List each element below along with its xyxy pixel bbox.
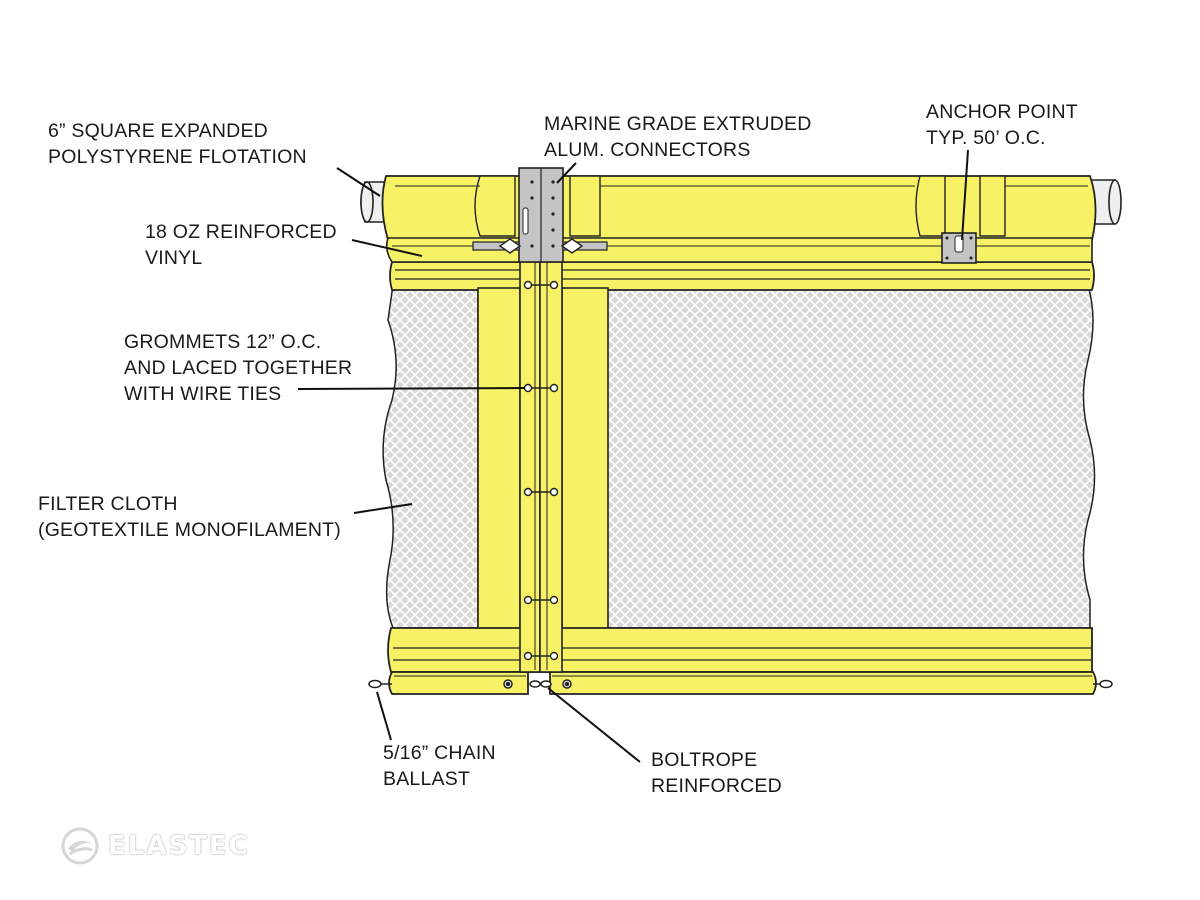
- label-chain-ballast: 5/16” CHAIN BALLAST: [383, 742, 496, 790]
- chain-shackle-center: [503, 679, 572, 689]
- elastec-logo-text: ELASTEC: [108, 831, 250, 861]
- grommet-pair: [523, 280, 559, 290]
- label-boltrope: BOLTROPE REINFORCED: [651, 749, 782, 797]
- leader-chain: [376, 691, 392, 741]
- chain-ballast-right: [1093, 679, 1113, 689]
- label-anchor-point: ANCHOR POINT TYP. 50’ O.C.: [926, 101, 1078, 149]
- grommet-pair: [523, 651, 559, 661]
- leader-vinyl: [351, 239, 423, 257]
- label-flotation: 6” SQUARE EXPANDED POLYSTYRENE FLOTATION: [48, 120, 307, 168]
- label-grommets: GROMMETS 12” O.C. AND LACED TOGETHER WIT…: [124, 331, 353, 405]
- elastec-logo: ELASTEC: [60, 826, 250, 866]
- anchor-point-plate: [941, 232, 977, 264]
- boltrope-right: [549, 671, 1097, 695]
- grommet-pair: [523, 487, 559, 497]
- grommet-pair: [523, 595, 559, 605]
- vinyl-strip-left: [477, 287, 521, 631]
- leader-lines: [297, 149, 969, 763]
- vinyl-top-band: [389, 261, 1095, 291]
- leader-flotation: [336, 167, 381, 197]
- leader-anchor: [961, 149, 969, 241]
- grommet-pair: [523, 383, 559, 393]
- label-connectors: MARINE GRADE EXTRUDED ALUM. CONNECTORS: [544, 113, 812, 161]
- filter-cloth-right: [605, 284, 1096, 629]
- chain-ballast-left: [368, 679, 392, 689]
- aluminum-connector: [472, 167, 608, 263]
- leader-filter: [353, 503, 413, 514]
- seam-strip-left: [519, 254, 541, 673]
- leader-boltrope: [547, 687, 641, 763]
- leader-grommets: [297, 387, 526, 390]
- label-vinyl: 18 OZ REINFORCED VINYL: [145, 221, 337, 269]
- vinyl-strip-right: [561, 287, 609, 631]
- vinyl-bottom-band: [387, 627, 1093, 673]
- leader-connectors: [556, 162, 577, 184]
- boltrope-left: [388, 671, 529, 695]
- seam-strip-right: [539, 254, 563, 673]
- label-filter-cloth: FILTER CLOTH (GEOTEXTILE MONOFILAMENT): [38, 493, 341, 541]
- filter-cloth-left: [382, 284, 479, 629]
- elastec-swirl-icon: [61, 827, 99, 865]
- grommets: [523, 280, 559, 661]
